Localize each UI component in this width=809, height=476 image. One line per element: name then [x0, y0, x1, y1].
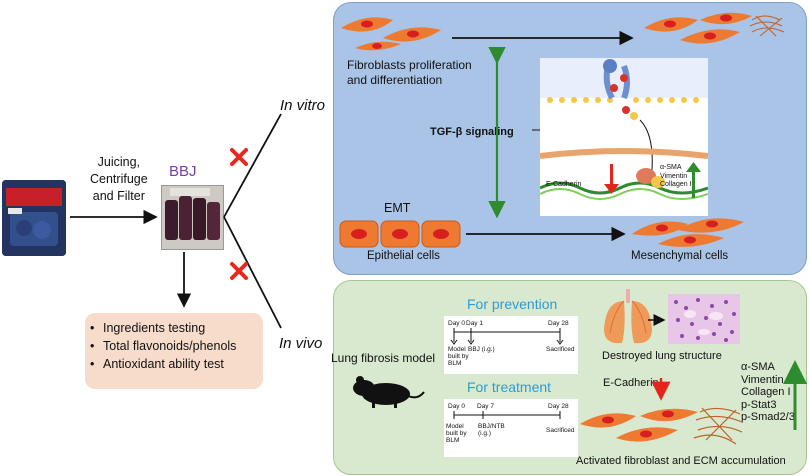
- lung-fibrosis-model-label: Lung fibrosis model: [331, 351, 436, 365]
- treatment-timeline: Day 0 Day 7 Day 28 Model built by BLM BB…: [444, 399, 578, 457]
- prevention-event-bbj: BBJ (i.g.): [468, 346, 495, 353]
- inset-markers-label: α-SMA Vimentin Collagen I: [660, 164, 692, 188]
- blueberry-package-image: [2, 180, 66, 256]
- emt-label: EMT: [384, 201, 411, 215]
- branch-line-vivo: [223, 216, 282, 329]
- activated-fibroblast-label: Activated fibroblast and ECM accumulatio…: [576, 455, 786, 467]
- treatment-day-28: Day 28: [548, 403, 569, 410]
- treatment-title: For treatment: [467, 379, 552, 395]
- tests-box: Ingredients testing Total flavonoids/phe…: [85, 313, 263, 389]
- inset-ecadherin-label: E-Cadherin: [546, 181, 582, 188]
- treatment-day-7: Day 7: [477, 403, 494, 410]
- processing-label: Juicing, Centrifuge and Filter: [90, 155, 148, 203]
- ecm-accumulation-graphic: [580, 407, 743, 445]
- mesenchymal-cells-label: Mesenchymal cells: [631, 250, 729, 262]
- mouse-graphic: [353, 376, 425, 408]
- epithelial-cells-graphic: [339, 220, 461, 248]
- vivo-ecadherin-label: E-Cadherin: [603, 377, 659, 389]
- epithelial-cells-label: Epithelial cells: [367, 250, 440, 262]
- test-item: Antioxidant ability test: [90, 355, 263, 373]
- signaling-inset: [539, 58, 709, 216]
- branch-line-vitro: [223, 113, 282, 218]
- in-vivo-label: In vivo: [279, 335, 323, 352]
- prevention-timeline: Day 0 Day 1 Day 28 Model built by BLM BB…: [444, 316, 578, 374]
- signaling-pathway-graphic: [539, 58, 709, 200]
- x-mark: [230, 262, 248, 280]
- in-vitro-label: In vitro: [280, 97, 326, 114]
- lungs-graphic: [604, 289, 652, 344]
- prevention-day-0: Day 0: [448, 320, 465, 327]
- activated-fibroblasts-graphic: [644, 12, 785, 44]
- prevention-timeline-axis: [450, 328, 564, 345]
- histology-image: [668, 294, 740, 344]
- prevention-day-28: Day 28: [548, 320, 569, 327]
- destroyed-lung-label: Destroyed lung structure: [602, 350, 722, 362]
- treatment-event-sacrificed: Sacrificed: [546, 427, 575, 434]
- mesenchymal-cells-graphic: [632, 218, 744, 247]
- prevention-event-sacrificed: Sacrificed: [546, 346, 575, 353]
- test-item: Total flavonoids/phenols: [90, 337, 263, 355]
- prevention-day-1: Day 1: [466, 320, 483, 327]
- test-item: Ingredients testing: [90, 319, 263, 337]
- prevention-event-model: Model built by BLM: [448, 346, 469, 367]
- bbj-juice-image: [161, 185, 224, 250]
- treatment-event-bbj: BBJ/NTB (i.g.): [478, 423, 505, 437]
- x-mark: [230, 148, 248, 166]
- treatment-event-model: Model built by BLM: [446, 423, 467, 444]
- bbj-label: BBJ: [169, 163, 197, 180]
- prevention-title: For prevention: [467, 296, 558, 312]
- fibroblasts-graphic: [341, 17, 441, 51]
- fibroblasts-label: Fibroblasts proliferation and differenti…: [347, 58, 472, 87]
- vivo-markers-label: α-SMA Vimentin Collagen I p-Stat3 p-Smad…: [741, 361, 795, 423]
- treatment-day-0: Day 0: [448, 403, 465, 410]
- treatment-timeline-axis: [453, 411, 561, 419]
